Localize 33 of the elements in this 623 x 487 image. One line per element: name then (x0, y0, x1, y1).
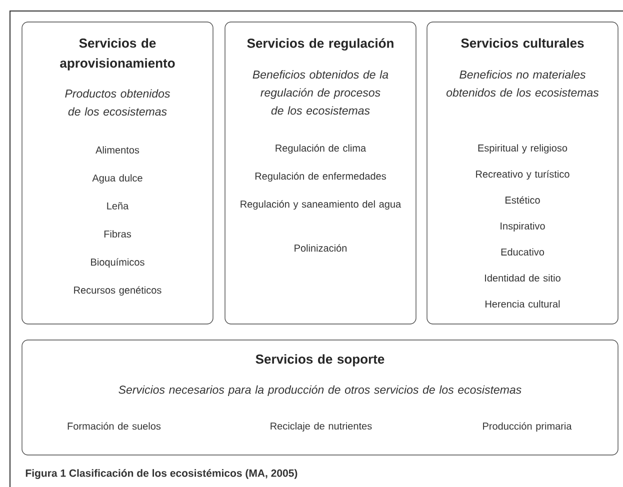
category-box (22, 340, 618, 456)
list-item: Bioquímicos (91, 258, 144, 268)
category-box (224, 22, 416, 324)
list-item: Alimentos (96, 146, 140, 154)
subtitle: Beneficios no materiales obtenidos de los ecosistemas (446, 70, 599, 97)
list-item: Leña (107, 202, 129, 210)
list-item: Fibras (104, 230, 132, 238)
list-item: Regulación de clima (276, 144, 366, 154)
category-box (22, 22, 214, 324)
list-item: Recursos genéticos (74, 286, 162, 296)
heading: Servicios de aprovisionamiento (60, 38, 175, 70)
subtitle: Productos obtenidos de los ecosistemas (65, 89, 170, 116)
category-box (426, 22, 618, 324)
heading: Servicios culturales (461, 38, 584, 48)
list-item: Educativo (501, 248, 544, 256)
list-item: Inspirativo (500, 222, 545, 232)
heading: Servicios de regulación (247, 38, 394, 50)
list-item: Estético (506, 196, 540, 204)
list-item: Reciclaje de nutrientes (270, 422, 372, 432)
caption: Figura 1 Clasificación de los ecosistémicos (MA, 2005) (26, 469, 298, 479)
list-item: Regulación de enfermedades (255, 172, 386, 182)
list-item: Espiritual y religioso (478, 144, 568, 154)
list-item: Polinización (294, 244, 347, 252)
list-item: Producción primaria (483, 422, 572, 432)
subtitle: Servicios necesarios para la producción de otros servicios de los ecosistemas (118, 385, 522, 396)
list-item: Agua dulce (92, 174, 142, 184)
list-item: Identidad de sitio (485, 274, 560, 282)
subtitle: Beneficios obtenidos de la regulación de procesos de los ecosistemas (252, 70, 388, 115)
list-item: Regulación y saneamiento del agua (240, 200, 402, 210)
list-item: Formación de suelos (68, 422, 161, 430)
heading: Servicios de soporte (256, 354, 384, 366)
list-item: Herencia cultural (486, 300, 560, 308)
list-item: Recreativo y turístico (476, 170, 570, 180)
